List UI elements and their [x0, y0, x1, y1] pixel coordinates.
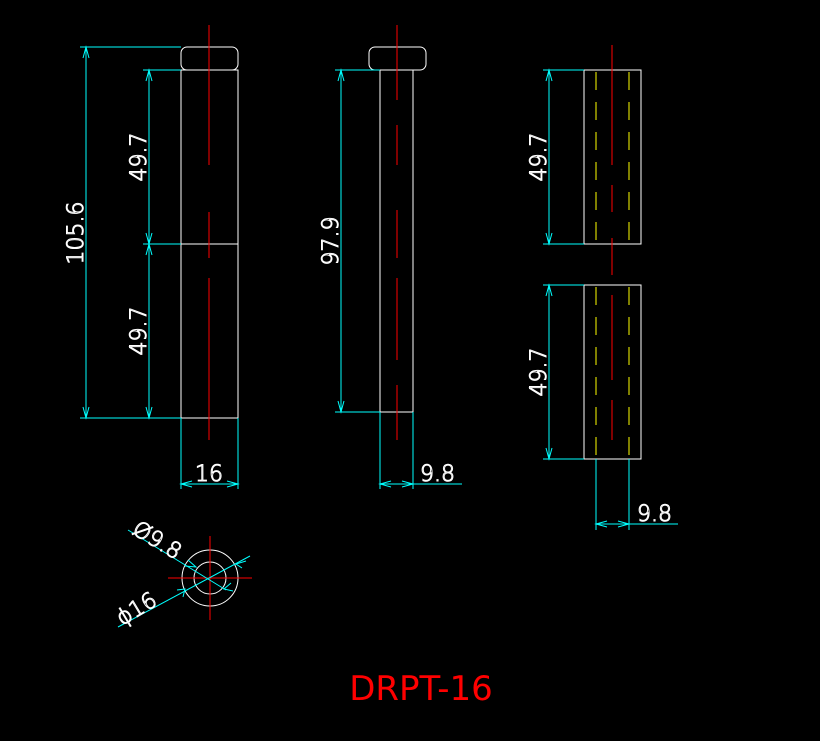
dim-upper-height: 49.7 [527, 133, 552, 182]
middle-view: 97.9 9.8 [319, 25, 462, 489]
dim-outer-diameter: ϕ16 [112, 588, 161, 631]
dim-lower-height: 49.7 [527, 348, 552, 397]
arrow [401, 480, 415, 488]
arrow [545, 68, 553, 82]
arrow [594, 520, 608, 528]
arrow [337, 68, 345, 82]
arrow [176, 588, 186, 598]
leader-line [127, 529, 227, 591]
arrow [617, 520, 631, 528]
arrow [226, 480, 240, 488]
arrow [82, 45, 90, 59]
dim-width: 9.8 [637, 502, 672, 527]
left-view: 105.6 49.7 49.7 16 [64, 25, 240, 489]
arrow [82, 406, 90, 420]
dim-upper-height: 49.7 [127, 133, 152, 182]
arrow [145, 68, 153, 82]
arrow [184, 559, 198, 568]
arrow [545, 447, 553, 461]
lower-knuckle [583, 284, 642, 460]
dim-total-height: 105.6 [64, 202, 89, 265]
arrow [222, 582, 234, 592]
dim-height: 97.9 [319, 217, 344, 266]
drawing-title: DRPT-16 [349, 669, 493, 709]
arrow [234, 560, 247, 569]
section-view: Ø9.8 ϕ16 [112, 516, 252, 632]
right-view: 49.7 49.7 9.8 [527, 45, 678, 530]
dim-width: 16 [195, 462, 223, 487]
arrow [145, 242, 153, 256]
arrow [378, 480, 392, 488]
arrow [145, 406, 153, 420]
dim-inner-diameter: Ø9.8 [128, 517, 186, 565]
dim-lower-height: 49.7 [127, 307, 152, 356]
dim-width: 9.8 [420, 462, 455, 487]
arrow [545, 232, 553, 246]
arrow [179, 480, 193, 488]
arrow [337, 400, 345, 414]
arrow [545, 283, 553, 297]
